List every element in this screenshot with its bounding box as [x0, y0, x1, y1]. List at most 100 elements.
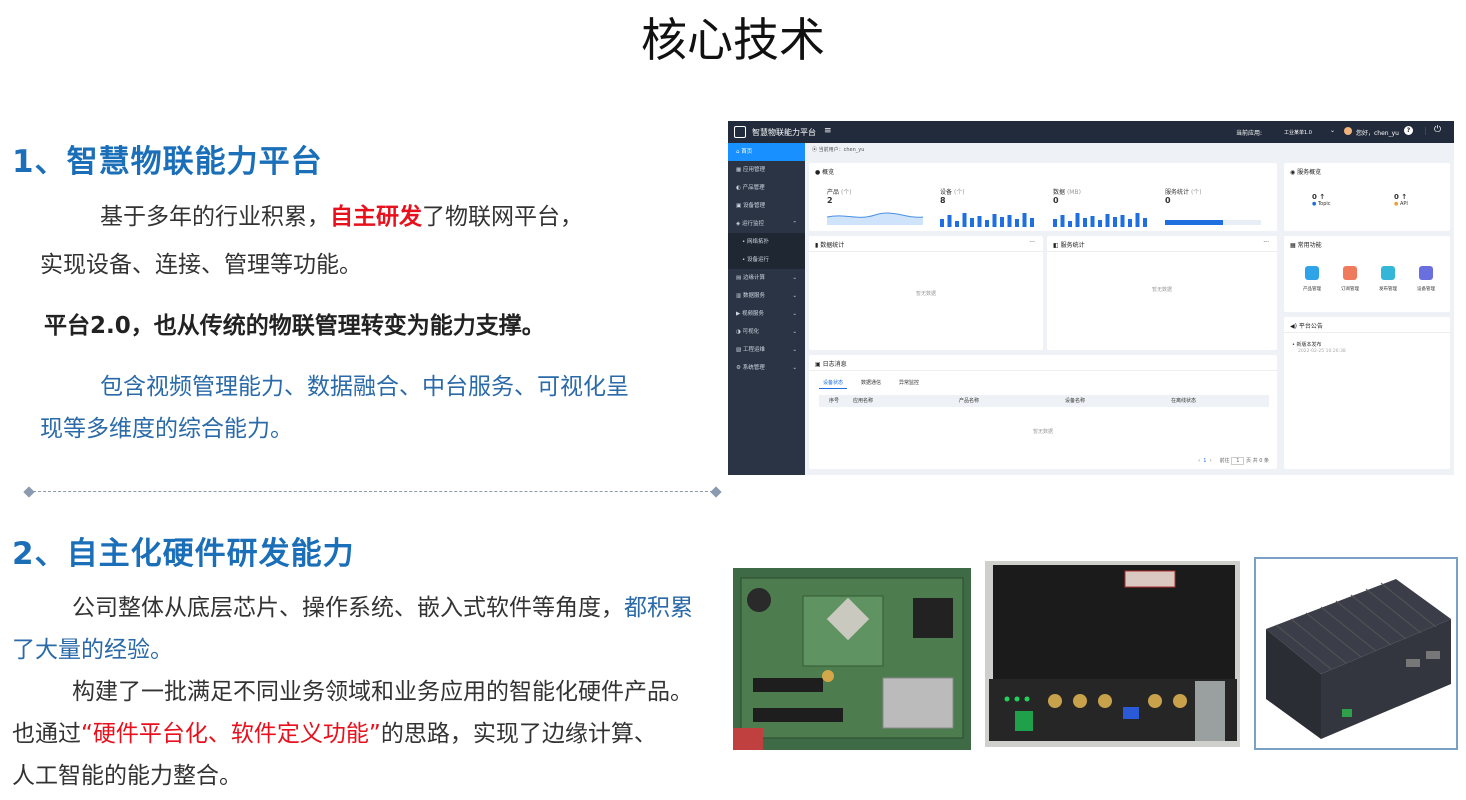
- announcement-card: ◀) 平台公告 • 新版本发布 2022-02-25 10:26:38: [1284, 317, 1450, 469]
- mini-bar: [1128, 219, 1132, 227]
- section2-heading: 2、自主化硬件研发能力: [12, 536, 355, 572]
- section1-para3-line2: 现等多维度的综合能力。: [40, 416, 293, 442]
- platform-sidebar: ⌂ 首页 ▦ 应用管理 ◐ 产品管理 ▣ 设备管理 ◈ 运行监控 ⌃ • 网络拓…: [728, 143, 805, 475]
- page-title: 核心技术: [641, 13, 825, 67]
- sidebar-item-system[interactable]: ⚙ 系统管理 ⌄: [736, 365, 797, 371]
- pagination: ‹ 1 › 前往 1 页 共 0 条: [1198, 457, 1269, 465]
- service-progress-fill: [1165, 220, 1223, 225]
- sidebar-item-topology[interactable]: • 网络拓扑: [728, 233, 805, 251]
- sidebar-item-video[interactable]: ▶ 视频服务 ⌄: [736, 311, 797, 317]
- platform-screenshot: 智慧物联能力平台 ≡ 当前应用: 工业某单1.0 ⌄ 您好，chen_yu ? …: [728, 121, 1454, 475]
- section1-text: 了物联网平台，: [422, 204, 583, 230]
- gateway-box-image: [985, 561, 1240, 747]
- more-icon[interactable]: ···: [1263, 239, 1269, 246]
- mini-bar: [1098, 220, 1102, 227]
- common-functions-card: ▦ 常用功能 产品管理订阅管理发布管理设备管理: [1284, 236, 1450, 312]
- announcement-time: 2022-02-25 10:26:38: [1298, 349, 1346, 354]
- user-greeting[interactable]: 您好，chen_yu: [1356, 130, 1399, 137]
- section2-highlight: 都积累: [624, 595, 693, 621]
- mini-bar: [1015, 219, 1019, 227]
- overview-title: ● 概览: [815, 169, 835, 176]
- prev-page-icon[interactable]: ‹: [1198, 458, 1201, 464]
- sidebar-item-device-run[interactable]: • 设备运行: [728, 251, 805, 269]
- platform-logo-icon: [734, 126, 746, 138]
- function-2[interactable]: 发布管理: [1370, 266, 1406, 292]
- chevron-down-icon[interactable]: ⌄: [1330, 127, 1336, 134]
- data-stats-card: ▮ 数据统计 ··· 暂无数据: [809, 236, 1043, 350]
- more-icon[interactable]: ···: [1029, 239, 1035, 246]
- edge-computer-photo: [1254, 557, 1458, 750]
- section2-para2-line2: 也通过“硬件平台化、软件定义功能”的思路，实现了边缘计算、: [12, 711, 657, 757]
- sidebar-item-visual[interactable]: ◑ 可视化 ⌄: [736, 329, 797, 335]
- section2-text: 也通过: [12, 721, 81, 747]
- menu-toggle-icon[interactable]: ≡: [824, 126, 832, 136]
- section1-para1-line2: 实现设备、连接、管理等功能。: [40, 252, 362, 278]
- section2-text: 的思路，实现了边缘计算、: [380, 721, 657, 747]
- sidebar-item-monitor[interactable]: ◈ 运行监控 ⌃: [736, 221, 797, 227]
- separator: |: [1424, 126, 1427, 135]
- tab-device-status[interactable]: 设备状态: [819, 377, 848, 389]
- power-icon[interactable]: ⏻: [1434, 125, 1442, 135]
- mini-bar: [1113, 217, 1117, 227]
- sidebar-item-products[interactable]: ◐ 产品管理: [736, 185, 765, 191]
- sidebar-item-edge[interactable]: ▤ 边缘计算 ⌄: [736, 275, 797, 281]
- stat-data: 数据 (MB)0: [1053, 189, 1081, 205]
- function-label: 订阅管理: [1341, 287, 1359, 292]
- section1-heading: 1、智慧物联能力平台: [12, 144, 323, 180]
- service-progress-bar: [1165, 220, 1261, 225]
- col-product-name: 产品名称: [959, 398, 980, 404]
- data-stats-title: ▮ 数据统计: [815, 242, 845, 249]
- data-stats-empty: 暂无数据: [915, 291, 936, 297]
- section2-highlight: “硬件平台化、软件定义功能”: [81, 721, 381, 747]
- goto-page-input[interactable]: 1: [1231, 457, 1245, 465]
- section2-text: 公司整体从底层芯片、操作系统、嵌入式软件等角度，: [72, 595, 624, 621]
- mini-bar: [992, 214, 997, 227]
- section1-para3-line1: 包含视频管理能力、数据融合、中台服务、可视化呈: [100, 374, 629, 400]
- mini-bar: [970, 218, 974, 227]
- edge-computer-image: [1256, 559, 1456, 748]
- service-stats-empty: 暂无数据: [1151, 287, 1172, 293]
- tab-exception-monitor[interactable]: 异常监控: [899, 380, 920, 386]
- sidebar-item-devices[interactable]: ▣ 设备管理: [736, 203, 765, 209]
- sidebar-item-apps[interactable]: ▦ 应用管理: [736, 167, 765, 173]
- current-app-select[interactable]: 工业某单1.0: [1284, 130, 1312, 136]
- function-3[interactable]: 设备管理: [1408, 266, 1444, 292]
- mini-bar: [1075, 213, 1080, 227]
- section2-para1-line1: 公司整体从底层芯片、操作系统、嵌入式软件等角度，都积累: [72, 585, 693, 631]
- mini-bar: [947, 215, 952, 227]
- section2-para1-line2: 了大量的经验。: [12, 637, 173, 663]
- logs-title: ▣ 日志消息: [815, 361, 847, 368]
- sidebar-item-ops[interactable]: ▧ 工程运维 ⌄: [736, 347, 797, 353]
- logs-table-header: 序号 应用名称 产品名称 设备名称 在离线状态: [819, 395, 1269, 407]
- topic-count: 0 ↑● Topic: [1312, 193, 1331, 207]
- section-divider: [28, 491, 718, 492]
- circuit-board-photo: [733, 568, 971, 750]
- current-app-label: 当前应用:: [1236, 130, 1263, 137]
- platform-topbar: 智慧物联能力平台 ≡ 当前应用: 工业某单1.0 ⌄ 您好，chen_yu ? …: [728, 121, 1454, 143]
- section1-text: 基于多年的行业积累，: [100, 204, 330, 230]
- products-area-chart: [827, 212, 923, 225]
- page-suffix: 页: [1246, 458, 1252, 464]
- mini-bar: [962, 213, 967, 227]
- circuit-board-image: [733, 568, 971, 750]
- function-0[interactable]: 产品管理: [1294, 266, 1330, 292]
- function-label: 设备管理: [1417, 287, 1435, 292]
- avatar[interactable]: [1344, 127, 1352, 135]
- current-page[interactable]: 1: [1203, 458, 1207, 464]
- function-1[interactable]: 订阅管理: [1332, 266, 1368, 292]
- section1-highlight: 自主研发: [330, 204, 422, 230]
- help-icon[interactable]: ?: [1404, 126, 1413, 135]
- tab-data-comm[interactable]: 数据通信: [861, 380, 882, 386]
- data-bar-chart: [1053, 213, 1147, 227]
- mini-bar: [1007, 215, 1012, 227]
- sidebar-item-home[interactable]: ⌂ 首页: [728, 143, 805, 161]
- logs-card: ▣ 日志消息 设备状态 数据通信 异常监控 序号 应用名称 产品名称 设备名称 …: [809, 355, 1277, 469]
- announcement-item[interactable]: • 新版本发布: [1292, 342, 1322, 348]
- next-page-icon[interactable]: ›: [1209, 458, 1212, 464]
- overview-card: ● 概览 产品 (个)2 设备 (个)8 数据 (MB)0 服务统计 (个)0: [809, 163, 1277, 231]
- mini-bar: [1030, 218, 1034, 227]
- sidebar-item-data[interactable]: ▥ 数据服务 ⌄: [736, 293, 797, 299]
- service-stats-title: ◧ 服务统计: [1053, 242, 1085, 249]
- platform-app-name: 智慧物联能力平台: [752, 128, 816, 137]
- function-label: 产品管理: [1303, 287, 1321, 292]
